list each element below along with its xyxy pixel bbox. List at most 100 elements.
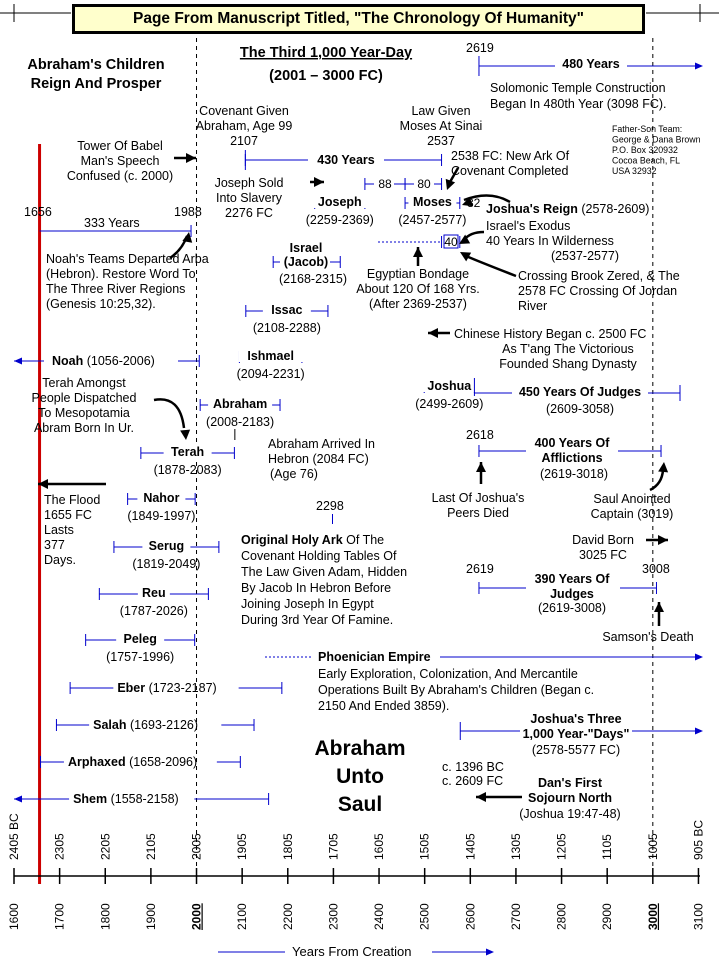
bc-tick-label: 2405 BC [7, 813, 21, 860]
span-430-label: 430 Years [317, 153, 375, 167]
joseph-sold-note: 2276 FC [225, 206, 273, 220]
span-450-label: 450 Years Of Judges [519, 385, 641, 399]
bc-tick-label: 1205 [555, 833, 569, 860]
lifespan-issac-label-bg [262, 301, 311, 316]
joseph-sold-arrow-head [314, 177, 324, 187]
lifespan-nahor-label-bg [137, 489, 186, 504]
lifespan-abraham-label-bg [208, 395, 273, 410]
bc-tick-label: 1105 [600, 834, 614, 860]
left-heading: Reign And Prosper [31, 76, 162, 92]
joseph-sold-note: Joseph Sold [215, 176, 284, 190]
lifespan-moses-name: Moses [413, 195, 452, 209]
david-note: David Born [572, 533, 634, 547]
fc-tick-label: 3100 [691, 903, 705, 930]
noah-teams-note: The Three River Regions [46, 282, 185, 296]
lifespan-joshua-label-bg [421, 377, 478, 392]
saul-arrow [649, 469, 665, 492]
flood-note: The Flood [44, 493, 100, 507]
lifespan-peleg-years: (1757-1996) [106, 650, 174, 664]
span-390-end: 3008 [642, 562, 670, 576]
zered-note: Crossing Brook Zered, & The [518, 269, 680, 283]
dan-dates: c. 2609 FC [442, 774, 503, 788]
span-480-label-bg [555, 56, 627, 70]
big-title: Saul [338, 793, 382, 816]
temple-note: Solomonic Temple Construction [490, 81, 666, 95]
lifespan-moses-years: (2457-2577) [398, 213, 466, 227]
flood-note: 1655 FC [44, 508, 92, 522]
flood-note: Days. [44, 553, 76, 567]
span-390-label: 390 Years Of [535, 572, 611, 586]
lifespan-terah-years: (1878-2083) [154, 463, 222, 477]
fc-tick-label: 1900 [144, 903, 158, 930]
covenant-note: 2107 [230, 134, 258, 148]
flood-note: Lasts [44, 523, 74, 537]
joshua3-years: (2578-5577 FC) [532, 743, 620, 757]
chinese-note: Chinese History Began c. 2500 FC [454, 327, 646, 341]
span-333-label: 333 Years [84, 216, 140, 230]
span-40-box [443, 234, 459, 249]
phoenician-label: Phoenician Empire [318, 650, 431, 664]
fc-tick-label: 2500 [418, 903, 432, 930]
lifespan-serug-label-bg [142, 537, 191, 552]
span-480-arrow [695, 62, 703, 70]
fc-tick-label: 2400 [372, 903, 386, 930]
lifespan-ishmael-label-bg [238, 347, 303, 362]
span-80-label: 80 [417, 177, 431, 191]
new-ark-arrow-head [445, 178, 456, 190]
span-430-label-bg [308, 152, 384, 166]
lifespan-abraham-name: Abraham [213, 397, 267, 411]
bondage-note: About 120 Of 168 Yrs. [356, 282, 479, 296]
babel-arrow-head [186, 153, 196, 163]
peers-note: Last Of Joshua's [432, 491, 525, 505]
lifespan-reu-label-bg [137, 584, 170, 599]
span-480-label: 480 Years [562, 57, 620, 71]
bc-tick-label: 2305 [53, 833, 67, 860]
author-credit: George & Dana Brown [612, 135, 701, 145]
bc-tick-label: 1505 [418, 833, 432, 860]
left-heading: Abraham's Children [27, 57, 164, 73]
joshua3-label: Joshua's Three [530, 712, 621, 726]
author-credit: P.O. Box 320932 [612, 145, 678, 155]
span-390-start: 2619 [466, 562, 494, 576]
exodus-note: Israel's Exodus [486, 219, 570, 233]
zered-note: 2578 FC Crossing Of Jordan [518, 284, 677, 298]
chinese-arrow-head [428, 328, 438, 338]
zered-note: River [518, 299, 547, 313]
law-note: 2537 [427, 134, 455, 148]
dan-ref: (Joshua 19:47-48) [519, 807, 620, 821]
terah-note: People Dispatched [32, 391, 137, 405]
span-400-label: Afflictions [541, 451, 602, 465]
joshua3-arrow [695, 727, 703, 735]
temple-note: Began In 480th Year (3098 FC). [490, 97, 667, 111]
lifespan-joshua-years: (2499-2609) [415, 397, 483, 411]
lifespan-jacob-name: Israel [290, 241, 323, 255]
lifespan-terah-name: Terah [171, 445, 204, 459]
span-390-bg [526, 572, 620, 602]
axis-title-arrowhead [486, 948, 494, 956]
page-title: Page From Manuscript Titled, "The Chrono… [72, 4, 645, 34]
center-heading-years: (2001 – 3000 FC) [269, 68, 383, 84]
joseph-sold-note: Into Slavery [216, 191, 283, 205]
noah-teams-note: (Genesis 10:25,32). [46, 297, 156, 311]
fc-tick-label: 1600 [7, 903, 21, 930]
covenant-note: Covenant Given [199, 104, 289, 118]
fc-tick-label: 2100 [235, 903, 249, 930]
lifespan-abraham-years: (2008-2183) [206, 415, 274, 429]
bondage-note: (After 2369-2537) [369, 297, 467, 311]
law-note: Law Given [411, 104, 470, 118]
bc-tick-label: 1805 [281, 833, 295, 860]
lifespan-shem-label: Shem (1558-2158) [73, 792, 179, 806]
chinese-note: Founded Shang Dynasty [499, 357, 637, 371]
exodus-years: (2537-2577) [551, 249, 619, 263]
bc-tick-label: 2005 [190, 833, 204, 860]
phoenician-note: 2150 And Ended 3859). [318, 699, 449, 713]
noah-label: Noah (1056-2006) [52, 354, 155, 368]
abraham-arrived-note: Abraham Arrived In [268, 437, 375, 451]
fc-tick-label: 2700 [509, 903, 523, 930]
samson-note: Samson's Death [602, 630, 693, 644]
ark-note: The Law Given Adam, Hidden [241, 565, 407, 579]
david-note: 3025 FC [579, 548, 627, 562]
fc-tick-label: 2800 [555, 903, 569, 930]
bc-tick-label: 1305 [509, 833, 523, 860]
center-heading: The Third 1,000 Year-Day [240, 45, 412, 61]
